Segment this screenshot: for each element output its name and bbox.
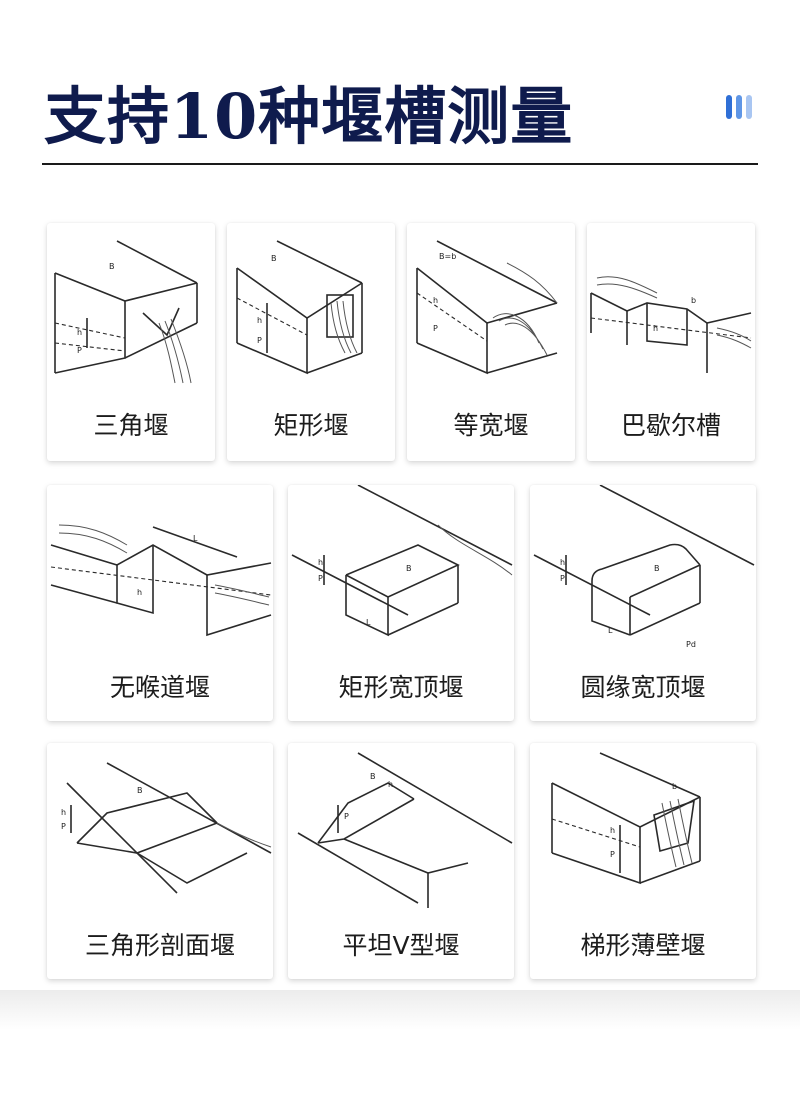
- weir-label-round-broad-crested: 圆缘宽顶堰: [580, 673, 706, 702]
- dim-p-label-10: P: [610, 850, 615, 859]
- dim-bb-label: B=b: [439, 252, 456, 261]
- weir-card-triangular: h P B 三角堰: [47, 223, 215, 461]
- dim-h-label-4: h: [653, 324, 658, 333]
- weir-label-rectangular: 矩形堰: [273, 411, 349, 440]
- round-broad-crested-diagram: h P B L Pd: [533, 485, 755, 649]
- dim-h-label-9: h: [388, 780, 393, 789]
- triangular-profile-diagram: h P B: [61, 762, 272, 894]
- dim-p-label-2: P: [257, 336, 262, 345]
- dim-p-label-8: P: [61, 822, 66, 831]
- cutthroat-flume-diagram: L h: [50, 524, 272, 637]
- full-width-weir-diagram: B=b h P: [416, 240, 558, 375]
- rect-broad-crested-diagram: h P B L: [291, 485, 513, 637]
- weir-card-flat-v: P B h 平坦V型堰: [288, 743, 514, 979]
- dim-b-label-7: B: [654, 564, 660, 573]
- dim-h-label-8: h: [61, 808, 66, 817]
- dim-p-label-3: P: [433, 324, 438, 333]
- dim-p-label-9: P: [344, 812, 349, 821]
- flat-v-weir-diagram: P B h: [297, 752, 513, 908]
- weir-card-parshall: h b 巴歇尔槽: [587, 223, 755, 461]
- brand-bars-icon: [726, 95, 758, 119]
- weir-label-cutthroat: 无喉道堰: [109, 673, 210, 702]
- weir-card-round-broad-crested: h P B L Pd 圆缘宽顶堰: [530, 485, 756, 721]
- dim-h-label-5: h: [137, 588, 142, 597]
- page-title: 支持10种堰槽测量: [44, 80, 574, 153]
- dim-pd-label: Pd: [686, 640, 696, 649]
- dim-b-label-10: b: [672, 782, 677, 791]
- dim-p-label-7: P: [560, 574, 565, 583]
- dim-l-label: L: [193, 534, 198, 543]
- dim-p-label: P: [77, 346, 82, 355]
- dim-h-label-10: h: [610, 826, 615, 835]
- dim-b-label: B: [109, 262, 115, 271]
- weir-card-rect-broad-crested: h P B L 矩形宽顶堰: [288, 485, 514, 721]
- dim-b-label-2: B: [271, 254, 277, 263]
- weir-card-triangular-profile: h P B 三角形剖面堰: [47, 743, 273, 979]
- weir-card-trapezoidal: h P b 梯形薄壁堰: [530, 743, 756, 979]
- weir-label-triangular-profile: 三角形剖面堰: [84, 931, 235, 960]
- dim-b-label-6: B: [406, 564, 412, 573]
- dim-h-label-2: h: [257, 316, 262, 325]
- weir-label-trapezoidal: 梯形薄壁堰: [580, 931, 706, 960]
- weir-card-full-width: B=b h P 等宽堰: [407, 223, 575, 461]
- dim-h-label-6: h: [318, 558, 323, 567]
- dim-h-label-3: h: [433, 296, 438, 305]
- weir-label-full-width: 等宽堰: [453, 411, 529, 440]
- dim-p-label-6: P: [318, 574, 323, 583]
- dim-l-label-6: L: [366, 618, 371, 627]
- floor-shadow: [0, 990, 800, 1030]
- triangular-weir-diagram: h P B: [54, 240, 198, 384]
- title-divider: [42, 163, 758, 165]
- dim-l-label-7: L: [608, 626, 613, 635]
- dim-b-label-4: b: [691, 296, 696, 305]
- rectangular-weir-diagram: h P B: [236, 240, 363, 375]
- weir-label-flat-v: 平坦V型堰: [342, 931, 460, 960]
- dim-h-label: h: [77, 328, 82, 337]
- weir-label-rect-broad-crested: 矩形宽顶堰: [338, 673, 464, 702]
- trapezoidal-weir-diagram: h P b: [551, 752, 701, 885]
- dim-b-label-8: B: [137, 786, 143, 795]
- weir-card-cutthroat: L h 无喉道堰: [47, 485, 273, 721]
- dim-b-label-9: B: [370, 772, 376, 781]
- weir-label-parshall: 巴歇尔槽: [620, 411, 721, 440]
- weir-card-rectangular: h P B 矩形堰: [227, 223, 395, 461]
- weir-label-triangular: 三角堰: [93, 411, 169, 440]
- parshall-flume-diagram: h b: [590, 276, 752, 373]
- dim-h-label-7: h: [560, 558, 565, 567]
